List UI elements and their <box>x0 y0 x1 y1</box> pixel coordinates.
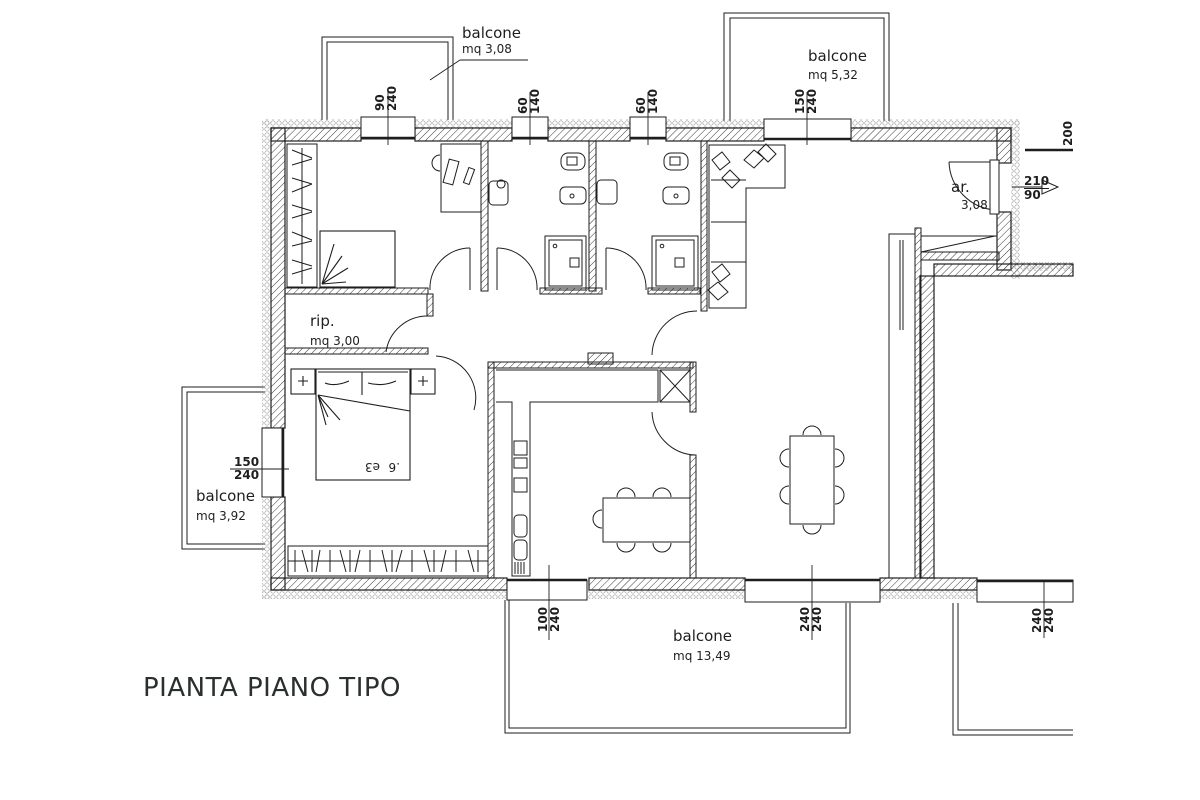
room-area: mq 13,49 <box>673 649 731 663</box>
room-area: mq 3,08 <box>462 42 512 56</box>
dim-width: 150 <box>234 455 260 469</box>
single-bed <box>319 230 396 288</box>
exterior-walls <box>270 127 1074 591</box>
dim-height: 140 <box>646 88 660 114</box>
dim-height: 210 <box>1024 174 1050 188</box>
dim-width: 90 <box>1024 188 1050 202</box>
room-name: balcone <box>808 47 868 65</box>
label-balcone-top-left: balcone mq 3,08 <box>462 24 521 56</box>
doors <box>385 159 1000 456</box>
dim-win-neighbour: 240 240 <box>1030 607 1056 633</box>
room-name: balcone <box>196 487 256 505</box>
sofa <box>707 143 786 309</box>
dim-height: 240 <box>548 606 562 632</box>
room-name: balcone <box>462 24 522 42</box>
label-balcone-top-right: balcone mq 5,32 <box>808 47 867 82</box>
dim-ext-right: 200 <box>1061 120 1075 146</box>
dim-width: 200 <box>1061 120 1075 146</box>
svg-text:.6: .6 <box>389 460 400 474</box>
dim-win-bath2: 60 140 <box>634 88 660 114</box>
balcony-left <box>181 386 265 550</box>
interior-walls <box>284 140 1000 579</box>
label-balcone-bottom: balcone mq 13,49 <box>673 627 732 663</box>
room-name: rip. <box>310 312 335 330</box>
svg-text:e3: e3 <box>365 460 380 474</box>
dim-height: 240 <box>385 85 399 111</box>
label-ripostiglio: rip. mq 3,00 <box>310 312 360 348</box>
desk <box>431 143 482 213</box>
double-bed <box>290 368 436 481</box>
room-area: 3,08 <box>961 198 988 212</box>
tall-cabinet <box>888 233 997 579</box>
bed-text-marks: e3 .6 <box>365 460 400 474</box>
balcony-bottom <box>504 600 851 734</box>
dimension-lines <box>230 59 1060 640</box>
dim-door-entrance: 210 90 <box>1024 174 1050 202</box>
dim-height: 240 <box>1042 607 1056 633</box>
room-area: mq 5,32 <box>808 68 858 82</box>
bathroom-fixtures <box>488 152 699 291</box>
kitchen-counter <box>496 369 691 577</box>
room-name: balcone <box>673 627 733 645</box>
drawing-title: PIANTA PIANO TIPO <box>143 673 402 703</box>
dining-table <box>779 425 845 535</box>
dim-win-kitchen: 100 240 <box>536 606 562 632</box>
label-balcone-left: balcone mq 3,92 <box>196 487 255 523</box>
dim-height: 240 <box>234 468 260 482</box>
balcony-neighbour <box>952 603 1073 736</box>
dim-height: 240 <box>810 606 824 632</box>
dim-win-bedroom2: 150 240 <box>234 456 259 482</box>
kitchen-table <box>592 487 691 553</box>
dim-win-bath1: 60 140 <box>516 88 542 114</box>
dim-height: 140 <box>528 88 542 114</box>
room-area: mq 3,00 <box>310 334 360 348</box>
label-ingresso: ar. 3,08 <box>951 178 988 212</box>
windows <box>261 116 1074 603</box>
wardrobe-bedroom2 <box>287 545 489 577</box>
room-area: mq 3,92 <box>196 509 246 523</box>
dim-height: 240 <box>805 88 819 114</box>
dim-win-bedroom1: 90 240 <box>373 85 399 111</box>
wardrobe-bedroom1 <box>286 143 318 288</box>
balcony-top-left <box>321 36 454 120</box>
dim-win-living-bottom: 240 240 <box>798 606 824 632</box>
dim-win-living-top: 150 240 <box>793 88 819 114</box>
room-name: ar. <box>951 178 970 196</box>
balcony-top-right <box>723 12 890 121</box>
